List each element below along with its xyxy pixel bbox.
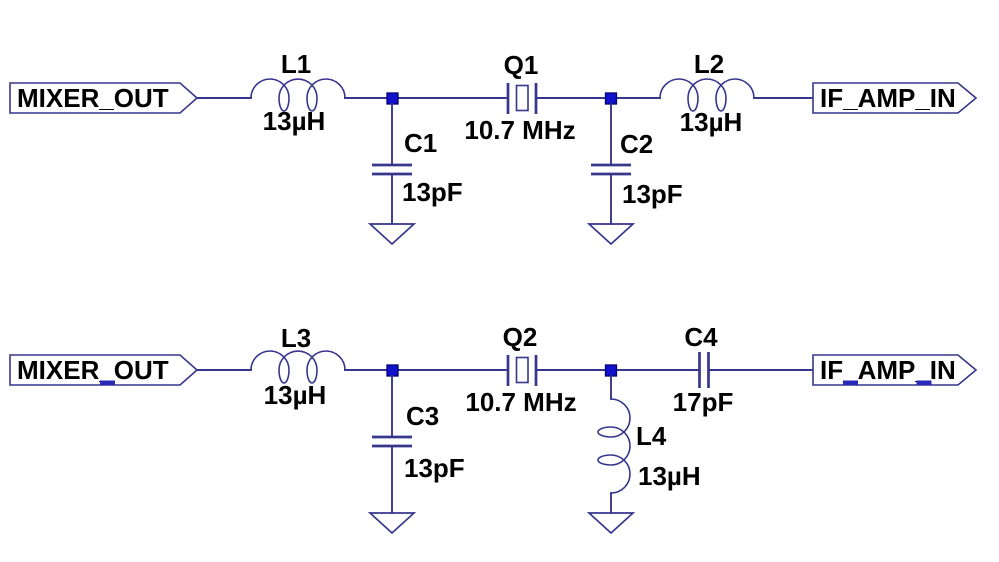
- component-value-label: 13pF: [622, 179, 683, 209]
- component-value-label: 13µH: [680, 107, 743, 137]
- inductor-coil-icon: [659, 78, 755, 112]
- port-flag-icon: [9, 82, 199, 114]
- component-ref-label: Q2: [503, 322, 538, 352]
- junction-dot: [386, 364, 399, 377]
- component-L3[interactable]: L3 13µH: [250, 323, 346, 410]
- component-C3[interactable]: C3 13pF: [372, 375, 465, 514]
- capacitor-icon: [372, 435, 412, 448]
- capacitor-icon: [372, 163, 412, 176]
- ground-icon[interactable]: [367, 512, 417, 535]
- port-label: IF_AMP_IN: [820, 83, 956, 113]
- component-value-label: 13µH: [264, 380, 327, 410]
- component-value-label: 13pF: [402, 177, 463, 207]
- component-value-label: 17pF: [673, 387, 734, 417]
- circuit-bottom: MIXER_OUT L3 13µH C3 13pF: [9, 322, 978, 535]
- component-value-label: 10.7 MHz: [465, 387, 576, 417]
- component-value-label: 13µH: [263, 106, 326, 136]
- inductor-coil-icon: [250, 78, 346, 112]
- component-ref-label: C4: [684, 322, 718, 352]
- junction-dot: [386, 92, 399, 105]
- port-flag-icon: [812, 82, 978, 114]
- component-ref-label: C1: [404, 128, 437, 158]
- component-C2[interactable]: C2 13pF: [591, 103, 683, 225]
- underscore-highlight: [100, 380, 115, 385]
- port-flag-if-amp-in-bottom[interactable]: IF_AMP_IN: [812, 354, 978, 386]
- port-flag-icon: [812, 354, 978, 386]
- ground-icon[interactable]: [367, 223, 417, 246]
- component-ref-label: Q1: [504, 50, 539, 80]
- component-L4[interactable]: L4 13µH: [597, 375, 701, 514]
- ground-icon[interactable]: [586, 223, 636, 246]
- component-ref-label: L1: [281, 49, 311, 79]
- inductor-coil-icon: [597, 398, 631, 494]
- component-Q2[interactable]: Q2 10.7 MHz: [465, 322, 576, 417]
- port-flag-mixer-out-top[interactable]: MIXER_OUT: [9, 82, 199, 114]
- component-ref-label: C2: [620, 129, 653, 159]
- component-value-label: 10.7 MHz: [464, 115, 575, 145]
- underscore-highlight: [843, 380, 858, 385]
- crystal-icon: [506, 355, 538, 386]
- port-flag-if-amp-in-top[interactable]: IF_AMP_IN: [812, 82, 978, 114]
- circuit-top: MIXER_OUT L1 13µH C1 13pF: [9, 49, 978, 246]
- component-ref-label: C3: [406, 401, 439, 431]
- junction-dot: [604, 364, 618, 377]
- port-label: MIXER_OUT: [17, 355, 169, 385]
- junction-dot: [604, 92, 618, 105]
- ground-icon[interactable]: [586, 512, 636, 535]
- component-L2[interactable]: L2 13µH: [659, 49, 755, 137]
- port-label: MIXER_OUT: [17, 83, 169, 113]
- port-flag-mixer-out-bottom[interactable]: MIXER_OUT: [9, 354, 199, 386]
- component-value-label: 13pF: [404, 453, 465, 483]
- component-value-label: 13µH: [638, 461, 701, 491]
- component-C4[interactable]: C4 17pF: [673, 322, 734, 417]
- port-flag-icon: [9, 354, 199, 386]
- capacitor-icon: [698, 352, 710, 388]
- crystal-icon: [506, 83, 538, 114]
- underscore-highlight: [916, 380, 932, 385]
- component-ref-label: L2: [694, 49, 724, 79]
- component-L1[interactable]: L1 13µH: [250, 49, 346, 136]
- component-Q1[interactable]: Q1 10.7 MHz: [464, 50, 575, 145]
- capacitor-icon: [591, 163, 631, 176]
- inductor-coil-icon: [250, 350, 346, 384]
- component-ref-label: L4: [636, 421, 667, 451]
- component-C1[interactable]: C1 13pF: [372, 103, 463, 225]
- port-label: IF_AMP_IN: [820, 355, 956, 385]
- component-ref-label: L3: [281, 323, 311, 353]
